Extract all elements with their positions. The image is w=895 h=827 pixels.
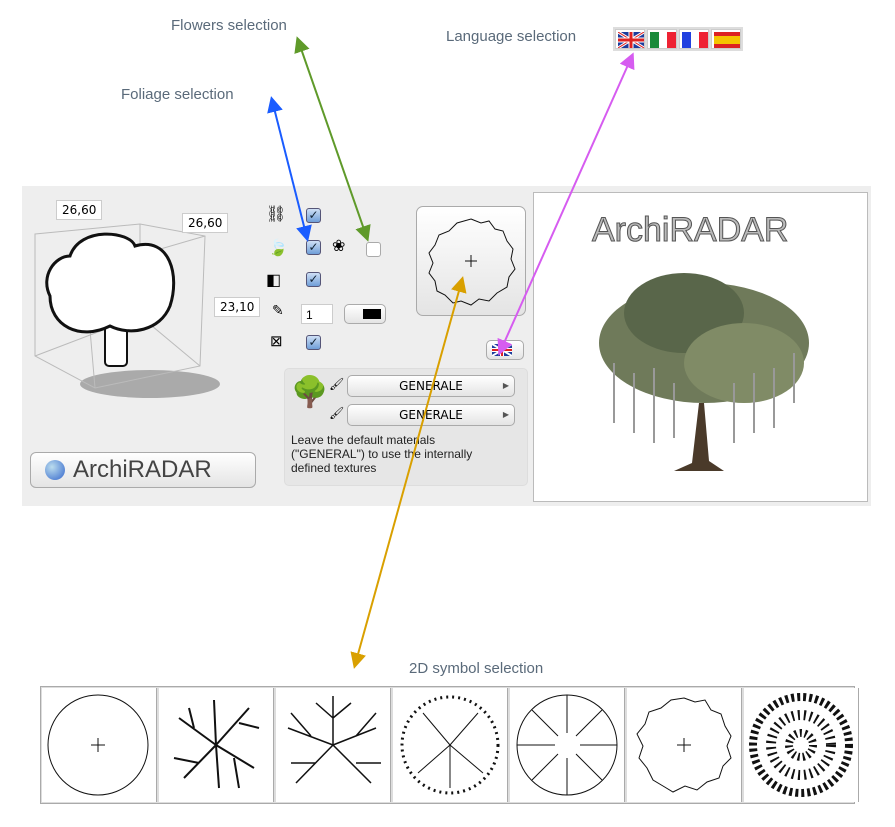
symbol-option-circle[interactable] [42,688,157,802]
width-field[interactable]: 26,60 [56,200,103,220]
flag-fr[interactable] [679,29,709,49]
brush-icon: 🖌 [329,377,345,391]
shadow-box-icon: ◧ [266,272,282,289]
color-swatch [363,309,381,319]
archiradar-logo: ArchiRADAR [591,211,789,250]
flag-uk[interactable] [615,29,645,50]
arrow-right-icon: ▶ [502,381,509,390]
link-dimensions-checkbox[interactable]: ✓ [306,208,321,223]
link-dimensions-icon: ⛓ [266,206,287,223]
3d-render-preview: ArchiRADAR [533,192,868,502]
shadow-checkbox[interactable]: ✓ [306,272,321,287]
symbol-option-dense-foliage[interactable] [744,688,859,802]
trunk-material-label: GENERALE [399,408,463,422]
flowers-icon: ❀ [332,238,346,255]
pen-input[interactable]: 1 [301,304,333,324]
trunk-material-select[interactable]: GENERALE ▶ [347,404,515,426]
symbol-option-branches-2[interactable] [276,688,391,802]
symbol-option-branches-1[interactable] [159,688,274,802]
language-flags [613,27,743,51]
leaf-icon: 🍃 [268,240,288,257]
flag-es[interactable] [711,29,741,49]
foliage-annotation: Foliage selection [121,86,234,103]
arrow-right-icon: ▶ [502,410,509,419]
flowers-annotation: Flowers selection [171,17,287,34]
flag-it[interactable] [647,29,677,49]
tree-render [599,273,809,471]
brush-icon: 🖌 [329,406,345,420]
symbol-annotation: 2D symbol selection [409,660,544,677]
foliage-material-select[interactable]: GENERALE ▶ [347,375,515,397]
foliage-material-label: GENERALE [399,379,463,393]
tree-3d-preview [34,223,220,398]
materials-hint: Leave the default materials ("GENERAL") … [291,433,473,475]
symbol-option-jagged-outline[interactable] [627,688,742,802]
symbol-option-segments[interactable] [510,688,625,802]
language-button[interactable] [486,340,524,360]
symbol-2d-picker[interactable] [416,206,526,316]
tree-material-icon: 🌳 [291,376,329,409]
archiradar-label: ArchiRADAR [73,456,212,483]
cross-box-icon: ⊠ [270,333,283,350]
settings-panel: 26,60 26,60 23,10 ⛓ ✓ 🍃 ✓ ❀ ◧ ✓ ✎ 1 ⊠ ✓ … [22,186,871,506]
flag-uk-icon [491,343,513,357]
globe-icon [45,460,65,480]
height-field[interactable]: 23,10 [214,297,261,317]
symbol-2d-strip [40,686,859,804]
pen-color-button[interactable] [344,304,386,324]
language-annotation: Language selection [446,28,577,45]
flowers-checkbox[interactable] [366,242,381,257]
symbol-option-dotted-branches[interactable] [393,688,508,802]
pen-icon: ✎ [272,302,284,318]
foliage-checkbox[interactable]: ✓ [306,240,321,255]
depth-field[interactable]: 26,60 [182,213,229,233]
materials-box: 🌳 🖌 🖌 GENERALE ▶ GENERALE ▶ Leave the defa… [284,368,528,486]
archiradar-button[interactable]: ArchiRADAR [30,452,256,488]
cross-checkbox[interactable]: ✓ [306,335,321,350]
